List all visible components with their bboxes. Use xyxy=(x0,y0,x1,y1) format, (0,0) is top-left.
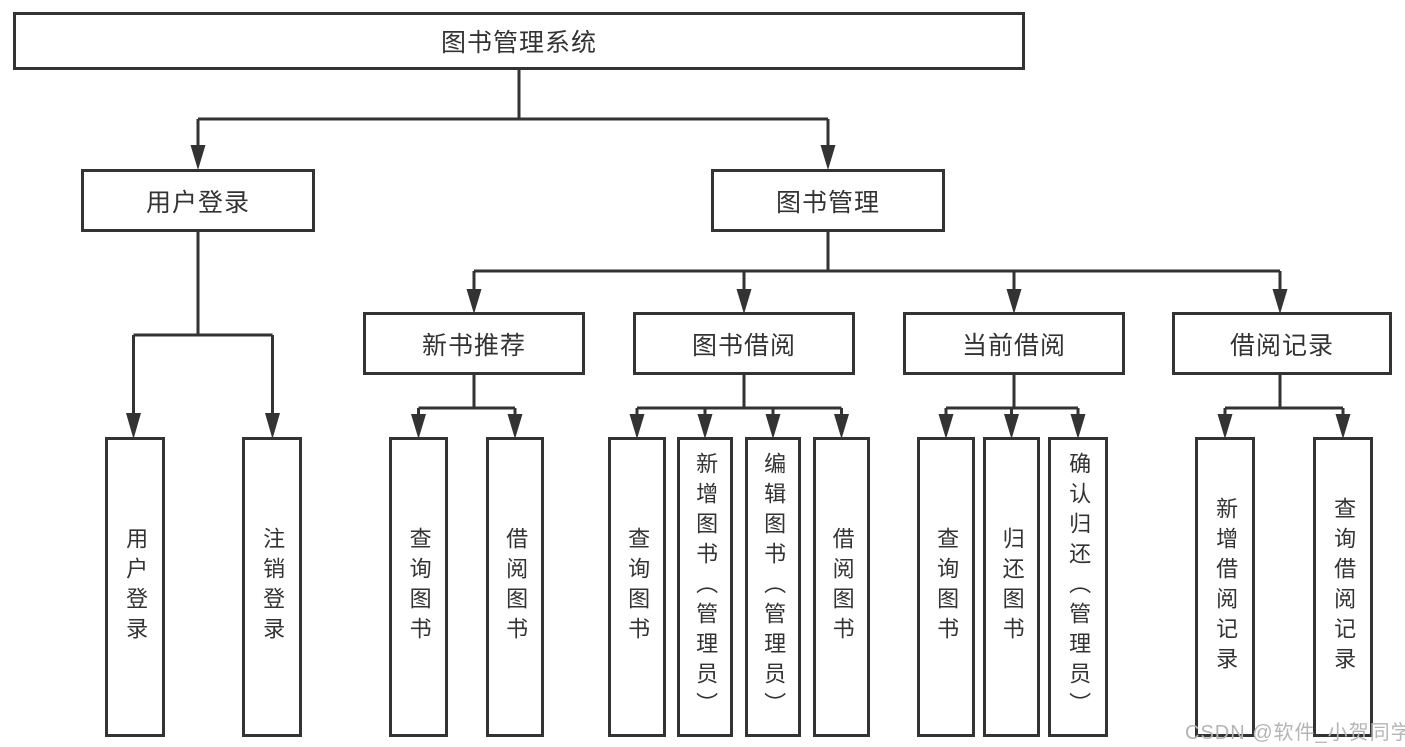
node-current-query-books: 查询图书 xyxy=(917,437,975,737)
arrow-down-icon xyxy=(1217,414,1233,439)
connector-root-to-level2 xyxy=(190,70,836,170)
connector-records-children xyxy=(1217,375,1351,439)
leaf-label: 查询借阅记录 xyxy=(1331,497,1357,677)
connector-book-management-children xyxy=(466,232,1288,314)
leaf-label: 查询图书 xyxy=(934,527,960,647)
arrow-down-icon xyxy=(1335,414,1351,439)
node-leaf-user-login: 用户登录 xyxy=(105,437,165,737)
node-borrowing-records: 借阅记录 xyxy=(1172,312,1392,375)
arrow-down-icon xyxy=(411,414,426,439)
leaf-label: 注销登录 xyxy=(260,527,286,647)
arrow-down-icon xyxy=(507,414,523,439)
node-leaf-logout-login: 注销登录 xyxy=(242,437,302,737)
node-newbook-borrow-books: 借阅图书 xyxy=(486,437,544,737)
leaf-label: 查询图书 xyxy=(625,527,651,647)
leaf-label: 查询图书 xyxy=(406,527,432,647)
arrow-down-icon xyxy=(938,414,954,439)
node-new-book-recommend: 新书推荐 xyxy=(363,312,585,375)
node-book-management: 图书管理 xyxy=(711,169,945,232)
leaf-label: 归还图书 xyxy=(999,527,1025,647)
arrow-down-icon xyxy=(820,145,836,170)
arrow-down-icon xyxy=(265,413,280,439)
node-library-system: 图书管理系统 xyxy=(13,12,1025,70)
watermark: CSDN @软件_小贺同学 xyxy=(1185,722,1405,744)
node-book-borrowing: 图书借阅 xyxy=(633,312,855,375)
arrow-down-icon xyxy=(697,414,713,439)
node-current-return-books: 归还图书 xyxy=(983,437,1040,737)
node-user-login: 用户登录 xyxy=(81,169,315,232)
leaf-label: 用户登录 xyxy=(123,527,149,647)
arrow-down-icon xyxy=(629,414,645,439)
node-records-query-record: 查询借阅记录 xyxy=(1313,437,1373,737)
leaf-label: 编辑图书（管理员） xyxy=(761,452,787,722)
node-borrow-add-books: 新增图书（管理员） xyxy=(677,437,733,737)
connector-user-login-children xyxy=(126,232,280,439)
connector-current-borrow-children xyxy=(938,375,1086,439)
connector-book-borrow-children xyxy=(629,375,849,439)
arrow-down-icon xyxy=(1070,414,1086,439)
node-current-borrowing: 当前借阅 xyxy=(903,312,1125,375)
node-borrow-query-books: 查询图书 xyxy=(608,437,666,737)
arrow-down-icon xyxy=(1004,414,1019,439)
node-borrow-borrow-books: 借阅图书 xyxy=(813,437,870,737)
leaf-label: 借阅图书 xyxy=(829,527,855,647)
node-records-add-record: 新增借阅记录 xyxy=(1195,437,1255,737)
arrow-down-icon xyxy=(1006,289,1022,314)
arrow-down-icon xyxy=(834,414,849,439)
node-newbook-query-books: 查询图书 xyxy=(389,437,448,737)
leaf-label: 确认归还（管理员） xyxy=(1066,452,1092,722)
leaf-label: 新增借阅记录 xyxy=(1213,497,1239,677)
arrow-down-icon xyxy=(1272,289,1288,314)
leaf-label: 新增图书（管理员） xyxy=(693,452,719,722)
arrow-down-icon xyxy=(466,289,482,314)
arrow-down-icon xyxy=(190,145,206,170)
arrow-down-icon xyxy=(765,414,781,439)
leaf-label: 借阅图书 xyxy=(503,527,529,647)
connector-new-book-children xyxy=(411,375,523,439)
arrow-down-icon xyxy=(736,289,752,314)
node-current-confirm-return: 确认归还（管理员） xyxy=(1048,437,1108,737)
arrow-down-icon xyxy=(126,413,141,439)
node-borrow-edit-books: 编辑图书（管理员） xyxy=(745,437,801,737)
